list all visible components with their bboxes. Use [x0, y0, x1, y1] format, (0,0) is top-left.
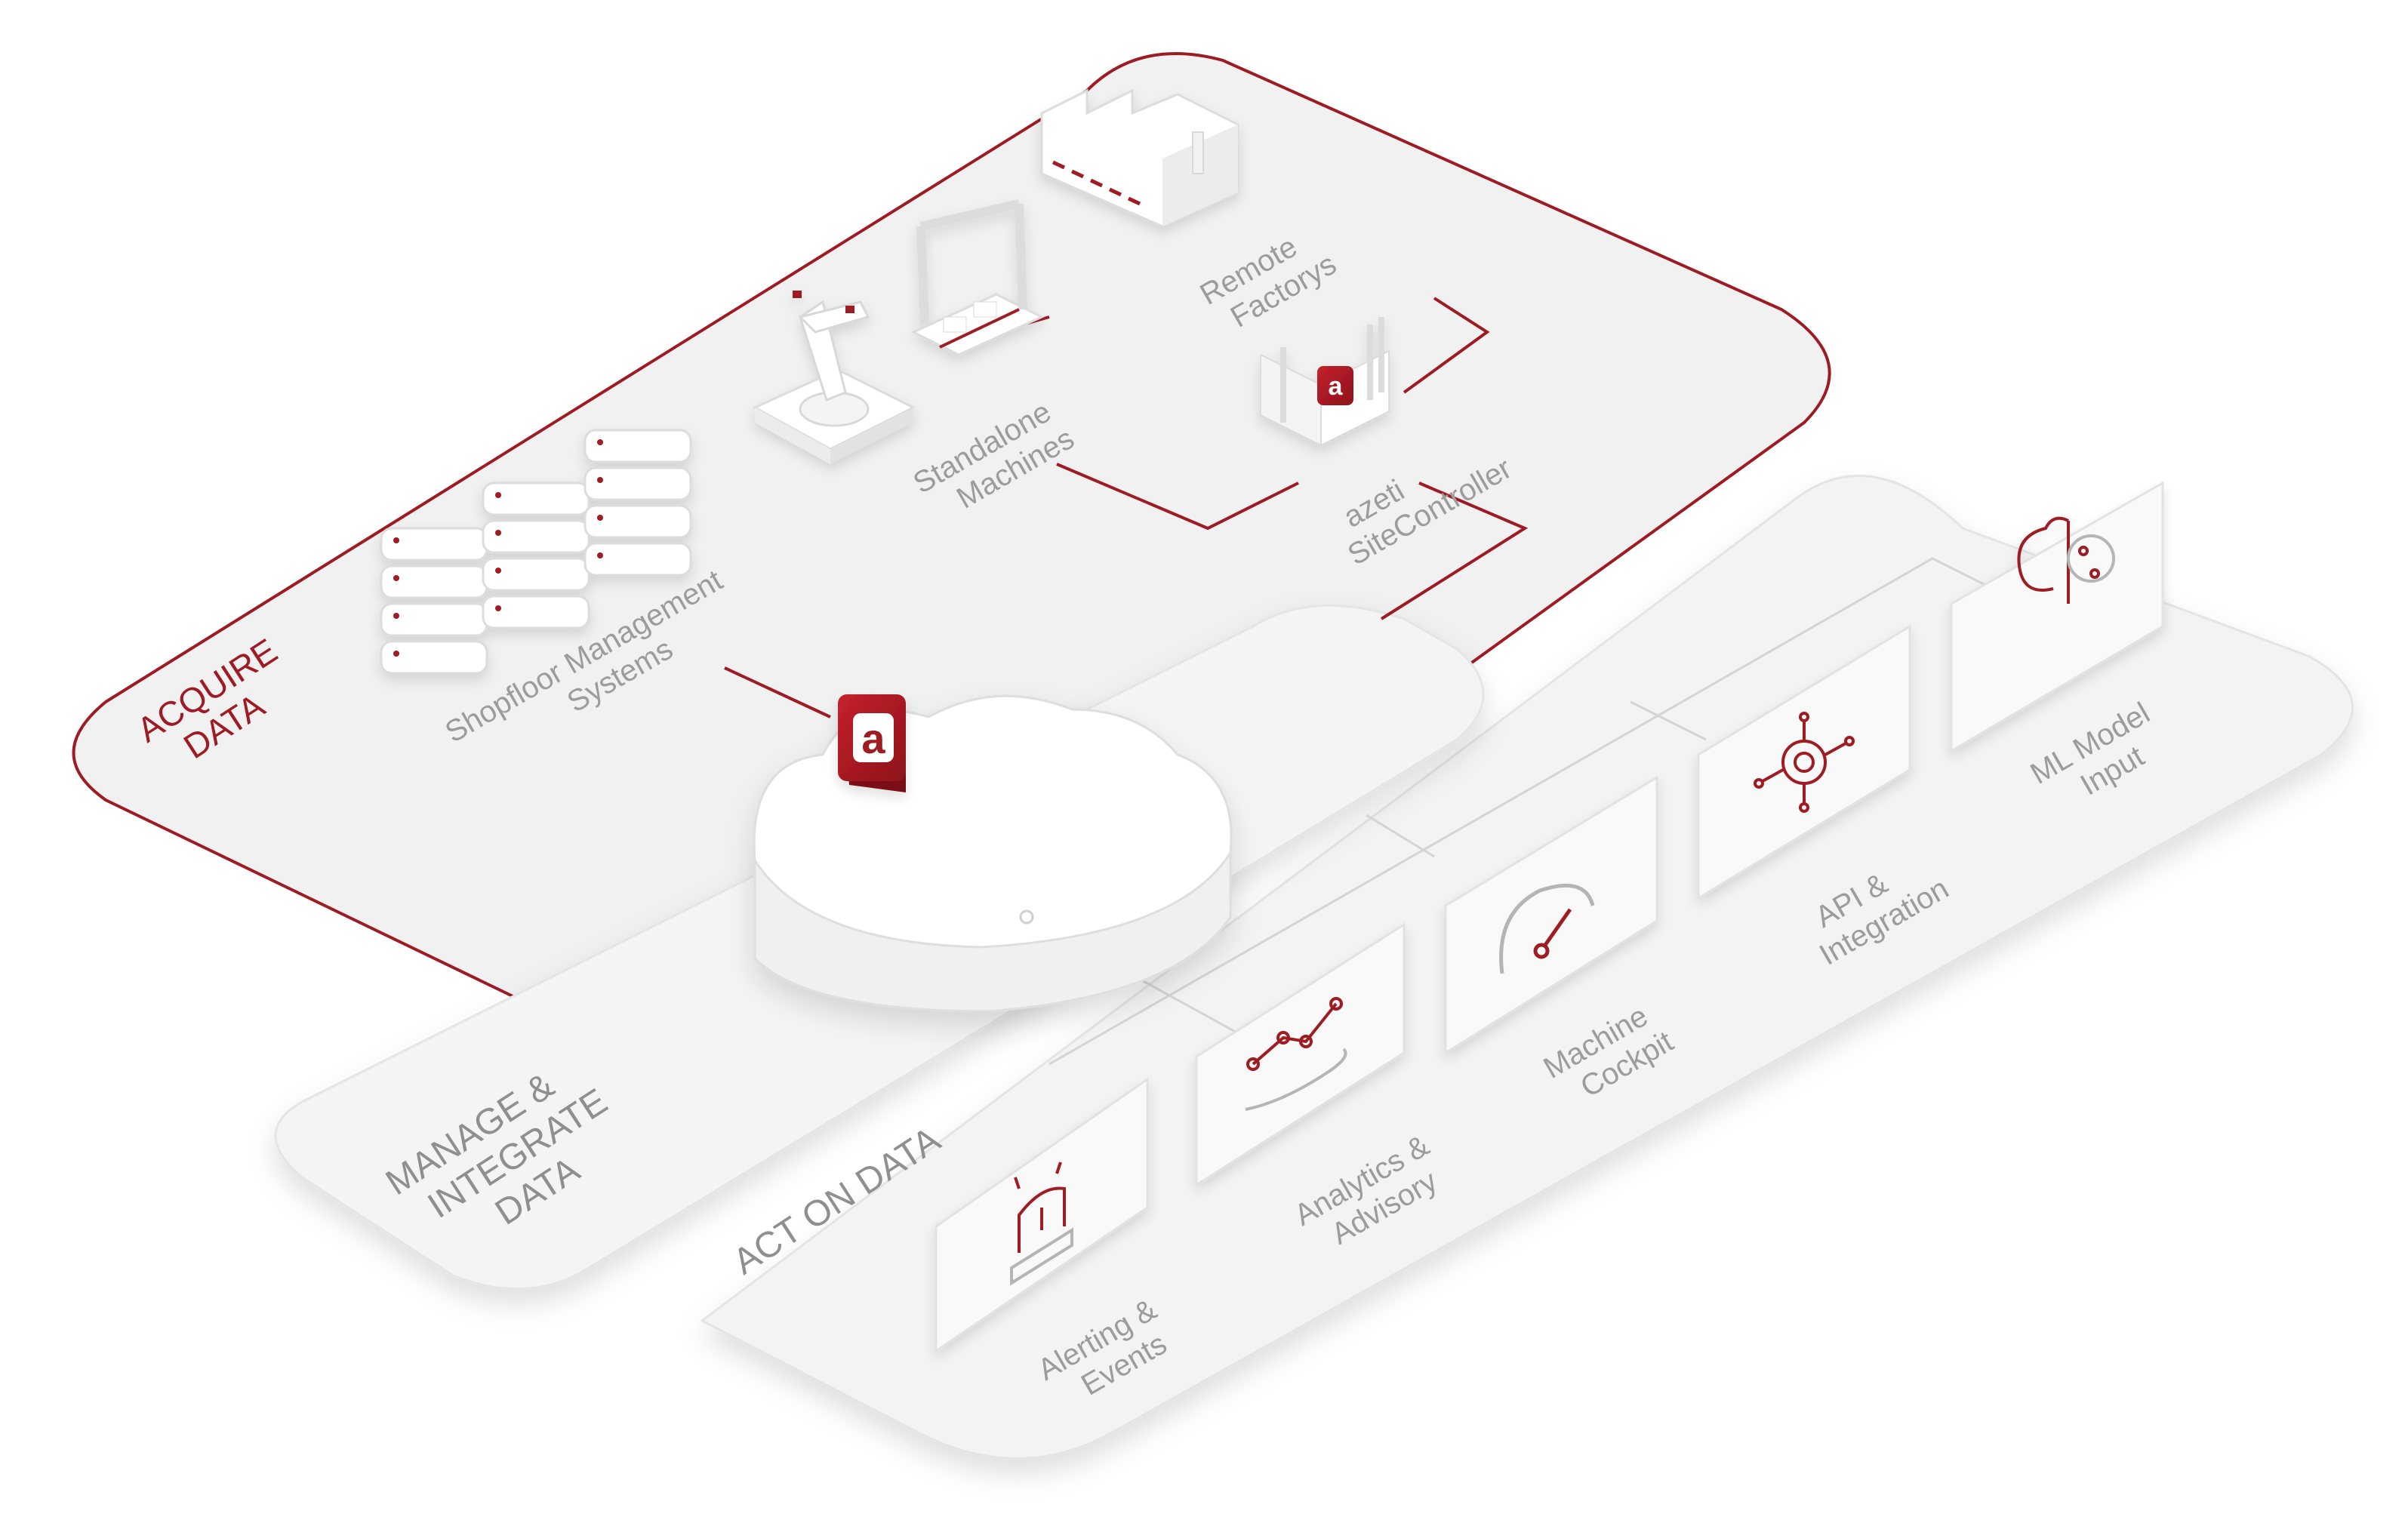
- sitecontroller-logo-letter: a: [1329, 372, 1344, 401]
- api-gear-icon: [1754, 712, 1855, 813]
- azeti-logo: a: [838, 694, 906, 792]
- action-card-alerting: [935, 1077, 1149, 1353]
- robot-arm-icon: [752, 199, 1045, 464]
- sitecontroller-device-icon: a: [1258, 317, 1392, 447]
- brain-gear-icon: [2017, 516, 2115, 604]
- gauge-icon: [1499, 883, 1595, 974]
- action-card-analytics: [1195, 922, 1406, 1187]
- acquire-data-plane: [72, 52, 1831, 1006]
- factory-icon: [1040, 88, 1239, 228]
- analytics-hand-icon: [1245, 997, 1347, 1111]
- azeti-logo-letter: a: [861, 715, 885, 762]
- action-card-ml: [1950, 481, 2164, 753]
- alarm-light-icon: [1010, 1161, 1073, 1286]
- server-stack-icon: [380, 429, 692, 675]
- action-card-api: [1697, 624, 1911, 900]
- action-card-cockpit: [1444, 775, 1658, 1055]
